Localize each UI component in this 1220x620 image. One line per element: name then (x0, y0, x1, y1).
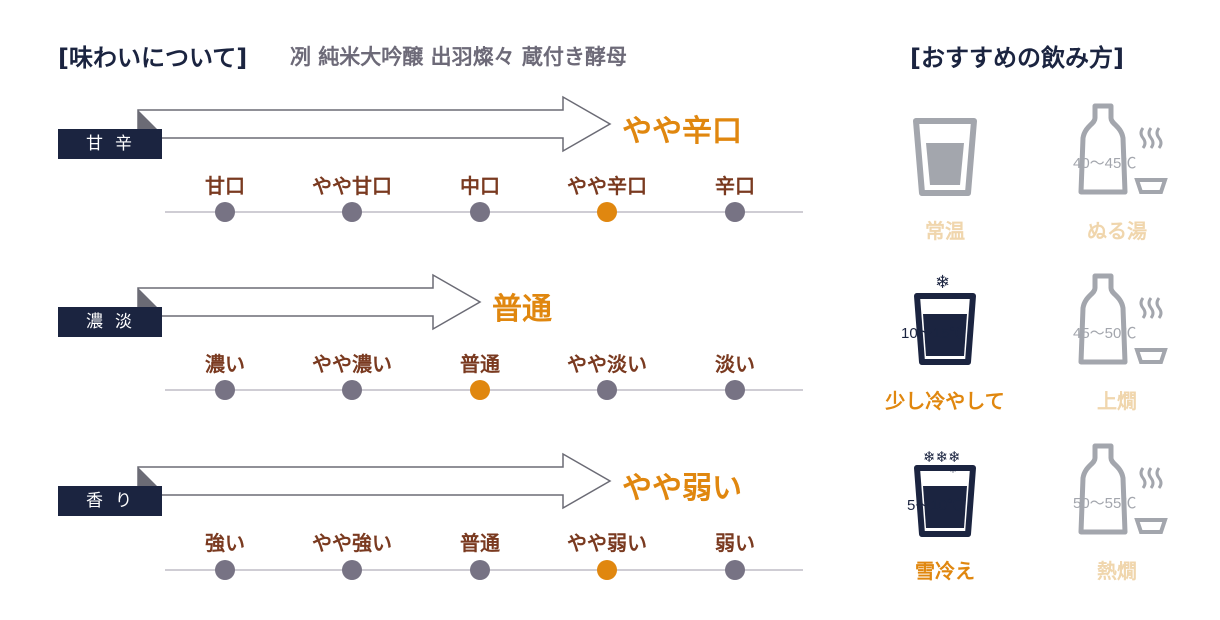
scale-dot (215, 202, 235, 222)
cold-glass-icon: ❄ * 10〜15℃ (901, 272, 976, 365)
scale-dot (725, 560, 745, 580)
scale-dot-selected (597, 560, 617, 580)
level-label: 中口 (460, 174, 500, 198)
scale-dot (342, 202, 362, 222)
serving-label: ぬる湯 (1087, 219, 1147, 243)
tokkuri-icon: 45〜50℃ (1073, 273, 1168, 365)
level-label: やや淡い (567, 352, 647, 376)
svg-text:❄: ❄ (935, 272, 950, 293)
temp-label: 45〜50℃ (1073, 325, 1136, 342)
level-label: やや弱い (567, 531, 647, 555)
serving-label: 少し冷やして (885, 389, 1005, 413)
badge-sweetness: 甘辛 (58, 129, 162, 159)
scale-dot-selected (470, 380, 490, 400)
badge-aroma: 香り (58, 486, 162, 516)
level-label: やや強い (312, 531, 392, 555)
level-label: やや甘口 (312, 174, 392, 198)
badge-richness: 濃淡 (58, 307, 162, 337)
level-label: 強い (205, 531, 245, 555)
serving-label: 常温 (925, 219, 965, 243)
scale-dot (725, 202, 745, 222)
level-label: 濃い (205, 352, 245, 376)
tokkuri-icon: 50〜55℃ (1073, 443, 1168, 535)
svg-text:❄❄❄: ❄❄❄ (923, 448, 961, 466)
scale-dot (725, 380, 745, 400)
sake-name: 冽 純米大吟醸 出羽燦々 蔵付き酵母 (290, 45, 627, 69)
temp-label: 50〜55℃ (1073, 495, 1136, 512)
scale-dot (470, 202, 490, 222)
serving-label: 雪冷え (915, 559, 975, 583)
level-label: やや辛口 (567, 174, 647, 198)
scale-dot (215, 380, 235, 400)
serving-label: 熱燗 (1097, 559, 1137, 583)
arrow-sweetness-icon (137, 95, 612, 153)
svg-text:*: * (952, 291, 958, 305)
temp-label: 10〜15℃ (901, 325, 964, 342)
glass-icon (913, 118, 977, 196)
snow-cold-glass-icon: ❄❄❄ * 5〜10℃ (907, 448, 976, 537)
level-label: 普通 (460, 352, 500, 376)
level-label: 普通 (460, 531, 500, 555)
scale-dot (342, 560, 362, 580)
result-sweetness: やや辛口 (622, 114, 742, 149)
serving-label: 上燗 (1097, 389, 1137, 413)
tokkuri-icon: 40〜45℃ (1073, 103, 1168, 195)
arrow-aroma-icon (137, 452, 612, 510)
temp-label: 5〜10℃ (907, 497, 962, 514)
result-aroma: やや弱い (622, 471, 742, 506)
drink-title: [おすすめの飲み方] (910, 44, 1124, 72)
scale-dot-selected (597, 202, 617, 222)
scale-dot (470, 560, 490, 580)
level-label: 淡い (715, 352, 755, 376)
level-label: 甘口 (205, 174, 245, 198)
level-label: やや濃い (312, 352, 392, 376)
scale-dot (342, 380, 362, 400)
result-richness: 普通 (492, 292, 552, 327)
svg-text:*: * (950, 465, 956, 479)
level-label: 辛口 (715, 174, 755, 198)
arrow-richness-icon (137, 273, 482, 331)
section-title: [味わいについて] (58, 44, 248, 72)
level-label: 弱い (715, 531, 755, 555)
scale-dot (597, 380, 617, 400)
temp-label: 40〜45℃ (1073, 155, 1136, 172)
scale-dot (215, 560, 235, 580)
